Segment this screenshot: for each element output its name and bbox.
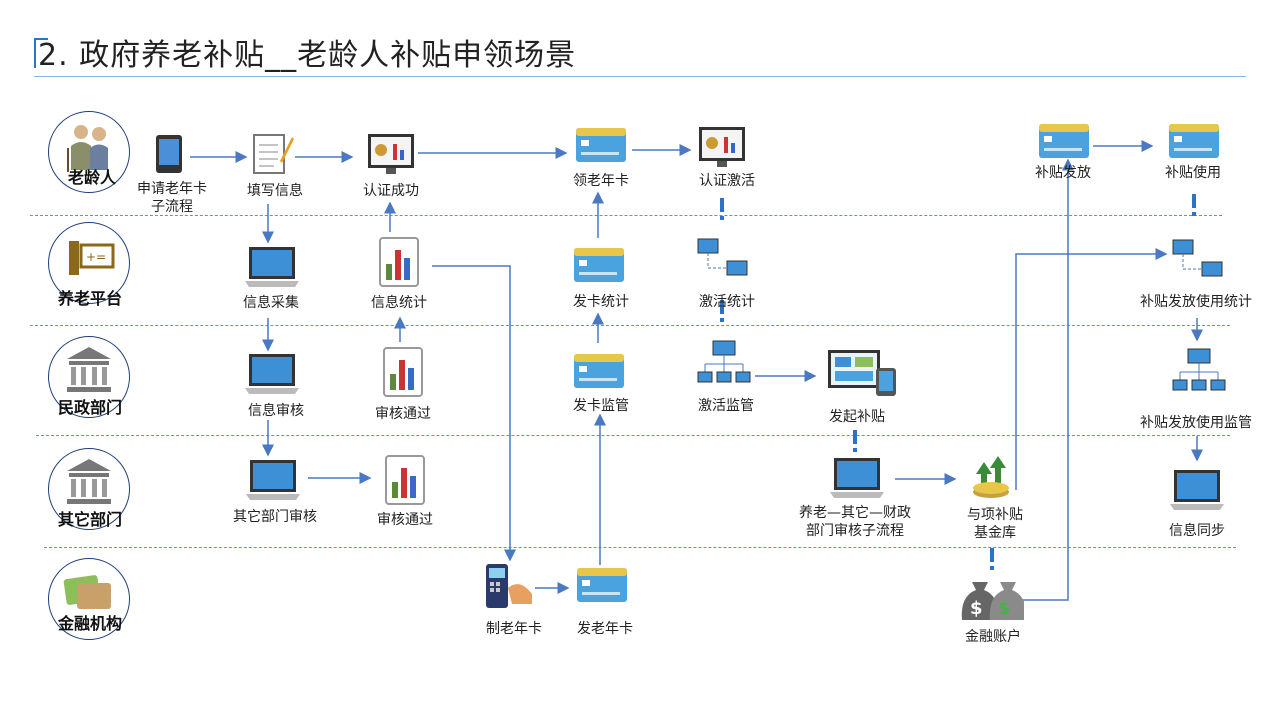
money-bags-icon: $ $ <box>961 582 1024 620</box>
subsidy-card-icon <box>1039 124 1089 158</box>
node-use-stats-label: 补贴发放使用统计 <box>1140 294 1252 310</box>
role-platform-label: 养老平台 <box>57 289 122 308</box>
laptop-icon <box>245 247 299 287</box>
role-financial-circle <box>48 558 130 640</box>
svg-text:$: $ <box>998 598 1011 619</box>
lane-divider-3 <box>36 435 1230 436</box>
network-computers-icon <box>1172 239 1223 277</box>
dashboard-devices-icon <box>828 350 896 396</box>
node-card-supervise-label: 发卡监管 <box>573 398 629 414</box>
card-stats-icon <box>574 248 624 282</box>
node-review-pass-2-label: 审核通过 <box>377 512 433 528</box>
node-finance-account-label: 金融账户 <box>965 629 1021 645</box>
issue-card-icon <box>577 568 627 602</box>
node-activate-supervise-label: 激活监管 <box>698 398 754 414</box>
svg-text:$: $ <box>970 598 983 619</box>
node-issue-card-label: 发老年卡 <box>577 621 633 637</box>
node-fund-label: 与项补贴 基金库 <box>967 507 1023 541</box>
role-financial-label: 金融机构 <box>57 614 122 633</box>
node-card-stats-label: 发卡统计 <box>573 294 629 310</box>
node-review-pass-1-label: 审核通过 <box>375 406 431 422</box>
node-info-collect-label: 信息采集 <box>243 295 299 311</box>
elderly-people-icon <box>67 125 108 172</box>
node-apply-card-label: 申请老年卡 子流程 <box>137 181 207 215</box>
lane-divider-4 <box>44 547 1236 548</box>
svg-text:+=: += <box>86 250 106 264</box>
fund-growth-icon <box>973 456 1009 498</box>
platform-icon: += <box>69 241 115 275</box>
node-activate-stats-label: 激活统计 <box>699 294 755 310</box>
page-title: 2. 政府养老补贴__老龄人补贴申领场景 <box>38 38 577 73</box>
node-info-stats-label: 信息统计 <box>371 295 427 311</box>
form-pencil-icon <box>253 134 294 174</box>
network-computers-icon <box>697 238 748 276</box>
node-other-review-label: 其它部门审核 <box>233 509 317 525</box>
tablet-icon <box>156 135 182 173</box>
node-auth-success-label: 认证成功 <box>363 183 419 199</box>
lane-divider-1 <box>30 215 1222 216</box>
role-other-label: 其它部门 <box>57 510 122 529</box>
node-get-card-label: 领老年卡 <box>573 173 629 189</box>
node-sub-flow-label: 养老—其它—财政 部门审核子流程 <box>799 505 911 539</box>
cards-icon <box>63 575 111 609</box>
laptop-icon <box>1170 470 1224 510</box>
monitor-chart-icon <box>368 134 414 174</box>
role-elderly-circle <box>48 111 130 193</box>
bank-building-icon <box>67 459 111 504</box>
title-divider <box>34 76 1246 77</box>
role-other-circle <box>48 448 130 530</box>
subsidy-card-icon <box>1169 124 1219 158</box>
node-start-subsidy-label: 发起补贴 <box>829 409 885 425</box>
role-civil-label: 民政部门 <box>57 398 122 417</box>
title-accent-mark <box>34 38 48 68</box>
node-info-sync-label: 信息同步 <box>1169 523 1225 539</box>
node-fill-info-label: 填写信息 <box>247 183 303 199</box>
role-civil-circle <box>48 336 130 418</box>
node-auth-activate-label: 认证激活 <box>699 173 755 189</box>
card-supervise-icon <box>574 354 624 388</box>
card-reader-icon <box>486 564 532 608</box>
node-subsidy-use-label: 补贴使用 <box>1165 165 1221 181</box>
node-info-review-label: 信息审核 <box>248 403 304 419</box>
bar-chart-doc-icon <box>385 455 425 505</box>
bar-chart-doc-icon <box>383 347 423 397</box>
role-elderly-label: 老龄人 <box>67 168 116 187</box>
role-platform-circle: += <box>48 222 130 304</box>
node-subsidy-issue-label: 补贴发放 <box>1035 165 1091 181</box>
network-tree-icon <box>697 340 751 383</box>
node-make-card-label: 制老年卡 <box>486 621 542 637</box>
lane-divider-2 <box>30 325 1230 326</box>
laptop-icon <box>245 354 299 394</box>
laptop-icon <box>246 460 300 500</box>
bank-building-icon <box>67 347 111 392</box>
node-use-supervise-label: 补贴发放使用监管 <box>1140 415 1252 431</box>
monitor-chart-icon <box>699 127 745 167</box>
network-tree-icon <box>1172 348 1226 391</box>
senior-card-icon <box>576 128 626 162</box>
laptop-icon <box>830 458 884 498</box>
bar-chart-doc-icon <box>379 237 419 287</box>
